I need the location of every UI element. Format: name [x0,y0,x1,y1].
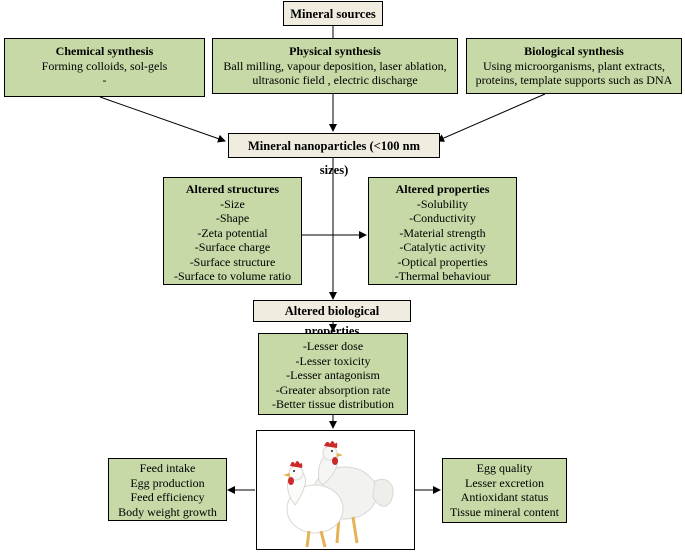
mineral-nanoparticles-box: Mineral nanoparticles (<100 nm sizes) [228,133,440,177]
chickens-illustration [283,441,394,548]
biological-effect-item: -Lesser toxicity [295,353,371,368]
mineral-sources-box: Mineral sources [283,1,383,26]
altered-properties-item: -Material strength [399,225,486,240]
biological-effect-item: -Greater absorption rate [275,382,391,397]
quality-outcomes-box: Egg quality Lesser excretion Antioxidant… [442,458,567,523]
altered-properties-item: -Thermal behaviour [394,269,491,283]
quality-outcome-item: Antioxidant status [460,490,549,504]
altered-structures-item: -Surface to volume ratio [174,269,291,283]
arrow-biological-to-nanoparticles [436,93,546,142]
biological-effect-item: -Lesser antagonism [286,368,380,382]
chemical-synthesis-line-1: Forming colloids, sol-gels [41,58,168,73]
production-outcome-item: Feed efficiency [130,490,205,504]
altered-biological-properties-box: Altered biological properties [253,300,411,338]
biological-synthesis-line-1: Using microorganisms, plant extracts, [482,58,666,73]
quality-outcome-item: Lesser excretion [465,475,544,490]
chicken-photo [256,430,415,550]
physical-synthesis-line-1: Ball milling, vapour deposition, laser a… [223,58,447,73]
arrow-chemical-to-nanoparticles [99,96,226,143]
physical-synthesis-line-2: ultrasonic field , electric discharge [252,73,418,87]
biological-effect-item: -Lesser dose [302,339,364,353]
altered-properties-title: Altered properties [395,182,490,196]
altered-structures-box: Altered structures -Size -Shape -Zeta po… [163,177,302,285]
biological-synthesis-box: Biological synthesis Using microorganism… [466,38,682,94]
chemical-synthesis-title: Chemical synthesis [55,44,154,58]
quality-outcome-item: Egg quality [476,461,533,475]
altered-properties-box: Altered properties -Solubility -Conducti… [368,177,517,285]
altered-structures-item: -Zeta potential [197,225,268,240]
altered-properties-item: -Optical properties [397,254,488,269]
altered-structures-title: Altered structures [185,182,280,196]
altered-properties-item: -Conductivity [409,211,476,225]
production-outcome-item: Egg production [130,475,205,490]
chemical-synthesis-line-2: - [102,73,107,87]
production-outcome-item: Body weight growth [118,504,217,519]
biological-effect-item: -Better tissue distribution [272,397,394,411]
biological-synthesis-line-2: proteins, template supports such as DNA [475,73,673,87]
production-outcomes-box: Feed intake Egg production Feed efficien… [108,458,227,521]
altered-structures-item: -Surface structure [189,254,276,269]
altered-properties-item: -Catalytic activity [399,240,486,254]
physical-synthesis-box: Physical synthesis Ball milling, vapour … [212,38,458,94]
production-outcome-item: Feed intake [139,461,196,475]
biological-effects-box: -Lesser dose -Lesser toxicity -Lesser an… [258,333,408,415]
chemical-synthesis-box: Chemical synthesis Forming colloids, sol… [4,38,205,97]
physical-synthesis-title: Physical synthesis [289,44,381,58]
biological-synthesis-title: Biological synthesis [524,44,624,58]
altered-structures-item: -Size [220,196,245,211]
altered-structures-item: -Shape [215,211,250,225]
quality-outcome-item: Tissue mineral content [450,504,559,519]
altered-properties-item: -Solubility [416,196,469,211]
altered-structures-item: -Surface charge [194,240,271,254]
